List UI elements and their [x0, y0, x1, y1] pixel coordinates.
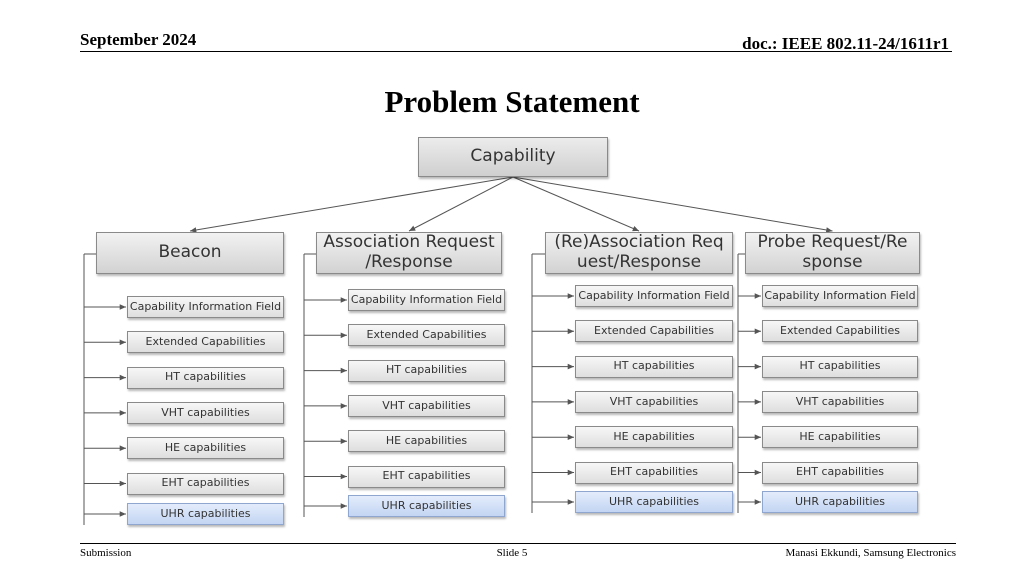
capability-item: HE capabilities	[348, 430, 505, 453]
capability-item-uhr: UHR capabilities	[762, 491, 918, 513]
capability-item: HT capabilities	[127, 366, 284, 389]
capability-item-uhr: UHR capabilities	[575, 491, 733, 513]
capability-item: Extended Capabilities	[762, 320, 918, 343]
footer-slide-number: Slide 5	[496, 547, 528, 559]
column-header-box: Beacon	[96, 232, 284, 274]
footer-divider	[80, 543, 956, 544]
capability-item: HE capabilities	[127, 437, 284, 460]
slide-title: Problem Statement	[384, 84, 640, 119]
capability-item: Capability Information Field	[575, 285, 733, 307]
capability-item: HT capabilities	[348, 359, 505, 382]
root-to-column-arrow	[408, 176, 514, 232]
header-divider	[80, 51, 952, 52]
capability-item: HE capabilities	[762, 426, 918, 449]
capability-item-uhr: UHR capabilities	[127, 503, 284, 525]
root-to-column-arrow	[512, 176, 833, 233]
footer-author: Manasi Ekkundi, Samsung Electronics	[785, 547, 956, 559]
capability-item-uhr: UHR capabilities	[348, 495, 505, 517]
capability-item: Extended Capabilities	[575, 320, 733, 343]
capability-item: HE capabilities	[575, 426, 733, 449]
capability-item: HT capabilities	[575, 355, 733, 378]
capability-item: VHT capabilities	[575, 390, 733, 413]
capability-item: EHT capabilities	[348, 465, 505, 488]
capability-item: Capability Information Field	[762, 285, 918, 307]
header-doc-id: doc.: IEEE 802.11-24/1611r1	[742, 34, 949, 53]
capability-item: EHT capabilities	[575, 461, 733, 484]
capability-item: EHT capabilities	[127, 472, 284, 495]
capability-item: EHT capabilities	[762, 461, 918, 484]
root-capability-box: Capability	[418, 137, 608, 177]
capability-item: VHT capabilities	[762, 390, 918, 413]
capability-item: VHT capabilities	[348, 394, 505, 417]
column-header-box: (Re)Association Req uest/Response	[545, 232, 733, 274]
capability-item: Capability Information Field	[127, 296, 284, 318]
capability-item: VHT capabilities	[127, 401, 284, 424]
header-date: September 2024	[80, 30, 197, 49]
column-header-box: Probe Request/Re sponse	[745, 232, 920, 274]
capability-item: Extended Capabilities	[127, 331, 284, 354]
column-header-box: Association Request /Response	[316, 232, 502, 274]
capability-item: Capability Information Field	[348, 289, 505, 311]
root-to-column-arrow	[512, 176, 640, 232]
footer-submission: Submission	[80, 547, 132, 559]
root-to-column-arrow	[189, 176, 514, 233]
capability-item: Extended Capabilities	[348, 324, 505, 347]
capability-item: HT capabilities	[762, 355, 918, 378]
